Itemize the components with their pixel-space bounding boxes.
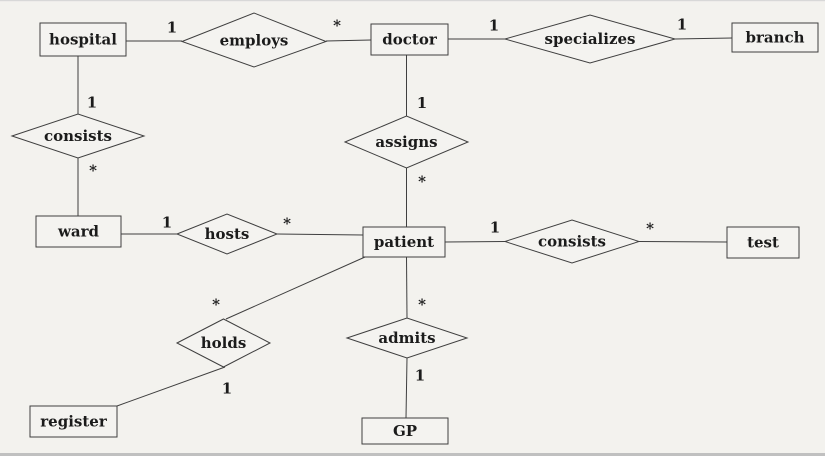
cardinality-specializes-branch: 1 xyxy=(677,16,687,34)
relationship-admits-label: admits xyxy=(378,329,435,347)
relationship-employs-shape xyxy=(180,12,328,68)
connectors xyxy=(77,37,733,419)
entity-hospital-label: hospital xyxy=(49,31,117,49)
relationship-hosts-shape xyxy=(175,213,279,255)
connector-employs-doctor xyxy=(325,39,372,42)
entity-register-box xyxy=(29,405,118,438)
entity-hospital-box xyxy=(39,22,127,57)
relationship-assigns-label: assigns xyxy=(375,133,437,151)
relationship-holds: holds xyxy=(175,318,272,368)
relationship-assigns-shape xyxy=(343,115,470,169)
connector-specializes-branch xyxy=(674,37,733,40)
entity-test: test xyxy=(726,226,800,259)
entity-branch-label: branch xyxy=(745,29,804,47)
entity-gp-box xyxy=(361,417,449,445)
entity-doctor-box xyxy=(370,23,449,56)
entity-register-label: register xyxy=(40,413,108,431)
entity-branch: branch xyxy=(731,22,819,53)
connector-consists-test xyxy=(638,241,728,243)
relationship-consists-hospital-ward-label: consists xyxy=(44,127,112,145)
cardinality-doctor-assigns: 1 xyxy=(417,94,427,112)
entity-test-box xyxy=(726,226,800,259)
cardinality-consists-ward: * xyxy=(89,162,97,180)
entity-test-label: test xyxy=(747,234,779,252)
entity-gp-label: GP xyxy=(393,422,417,440)
cardinality-consists-test: * xyxy=(646,220,654,238)
cardinality-assigns-patient: * xyxy=(418,173,426,191)
connector-patient-holds xyxy=(225,256,366,320)
relationship-admits-shape xyxy=(345,317,469,359)
relationship-holds-shape xyxy=(175,318,272,368)
cardinality-hospital-employs: 1 xyxy=(167,19,177,37)
cardinality-patient-holds: * xyxy=(212,296,220,314)
cardinality-employs-doctor: * xyxy=(333,17,341,35)
cardinality-labels: 1 * 1 1 1 * 1 * 1 * 1 * * 1 * 1 xyxy=(87,16,687,398)
entity-branch-box xyxy=(731,22,819,53)
entity-ward-label: ward xyxy=(57,223,100,241)
relationship-admits: admits xyxy=(345,317,469,359)
relationship-specializes-label: specializes xyxy=(545,30,636,48)
relationship-consists-patient-test-shape xyxy=(503,219,641,264)
entity-register: register xyxy=(29,405,118,438)
connector-holds-register xyxy=(116,366,226,407)
cardinality-patient-admits: * xyxy=(418,296,426,314)
relationship-hosts: hosts xyxy=(175,213,279,255)
relationship-consists-patient-test-label: consists xyxy=(538,233,606,251)
connector-patient-consists xyxy=(444,241,506,243)
cardinality-doctor-specializes: 1 xyxy=(489,17,499,35)
bottom-edge-strip xyxy=(0,453,825,456)
cardinality-hosts-patient: * xyxy=(283,215,291,233)
cardinality-admits-gp: 1 xyxy=(415,367,425,385)
relationship-consists-hospital-ward-shape xyxy=(10,113,146,159)
relationship-consists-hospital-ward: consists xyxy=(10,113,146,159)
connector-patient-admits xyxy=(406,256,408,319)
relationship-consists-patient-test: consists xyxy=(503,219,641,264)
entity-patient: patient xyxy=(362,226,446,258)
entity-ward: ward xyxy=(35,215,122,248)
top-edge-strip xyxy=(0,0,825,2)
relationship-assigns: assigns xyxy=(343,115,470,169)
relationship-hosts-label: hosts xyxy=(205,225,250,243)
entity-gp: GP xyxy=(361,417,449,445)
relationship-employs-label: employs xyxy=(220,32,289,50)
entity-hospital: hospital xyxy=(39,22,127,57)
entity-doctor: doctor xyxy=(370,23,449,56)
connector-hosts-patient xyxy=(276,233,364,236)
relationship-specializes: specializes xyxy=(503,14,677,64)
entity-patient-label: patient xyxy=(374,233,434,251)
cardinality-patient-consists: 1 xyxy=(490,219,500,237)
entity-doctor-label: doctor xyxy=(382,31,438,49)
relationship-employs: employs xyxy=(180,12,328,68)
cardinality-holds-register: 1 xyxy=(222,380,232,398)
cardinality-hospital-consists: 1 xyxy=(87,94,97,112)
connector-admits-gp xyxy=(405,357,408,419)
relationship-specializes-shape xyxy=(503,14,677,64)
relationship-holds-label: holds xyxy=(201,334,247,352)
cardinality-ward-hosts: 1 xyxy=(162,214,172,232)
entity-patient-box xyxy=(362,226,446,258)
entity-ward-box xyxy=(35,215,122,248)
